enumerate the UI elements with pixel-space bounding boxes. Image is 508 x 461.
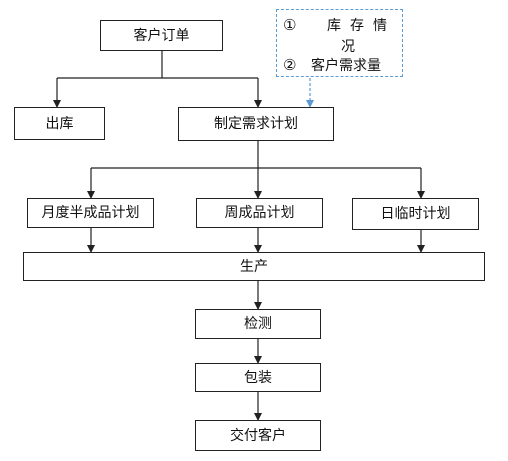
note-box: ① 库存情 况 ② 客户需求量 — [276, 9, 403, 77]
monthly-plan-label: 月度半成品计划 — [41, 205, 140, 221]
inspection-label: 检测 — [244, 316, 272, 332]
note-item-1-number: ① — [283, 16, 297, 34]
monthly-plan-box: 月度半成品计划 — [27, 198, 154, 228]
delivery-box: 交付客户 — [195, 420, 321, 451]
daily-plan-box: 日临时计划 — [352, 198, 479, 230]
packaging-label: 包装 — [244, 369, 272, 386]
note-item-2-number: ② — [283, 56, 297, 74]
inspection-box: 检测 — [195, 309, 321, 339]
production-label: 生产 — [240, 258, 268, 275]
customer-order-box: 客户订单 — [100, 20, 223, 51]
packaging-box: 包装 — [195, 363, 321, 392]
outbound-label: 出库 — [45, 115, 74, 132]
weekly-plan-label: 周成品计划 — [224, 205, 295, 221]
note-item-1-cont: 况 — [283, 36, 396, 56]
customer-order-label: 客户订单 — [133, 27, 190, 44]
note-item-1-text: 库存情 — [327, 18, 396, 34]
production-box: 生产 — [23, 252, 485, 281]
demand-plan-box: 制定需求计划 — [178, 107, 334, 141]
note-item-2-text: 客户需求量 — [311, 58, 381, 74]
daily-plan-label: 日临时计划 — [380, 206, 451, 222]
demand-plan-label: 制定需求计划 — [214, 116, 298, 132]
note-item-1-text-line2: 况 — [341, 39, 355, 55]
weekly-plan-box: 周成品计划 — [196, 198, 323, 228]
outbound-box: 出库 — [14, 107, 105, 140]
note-item-1: ① 库存情 — [283, 15, 396, 35]
delivery-label: 交付客户 — [230, 427, 286, 444]
note-item-2: ② 客户需求量 — [283, 55, 396, 75]
